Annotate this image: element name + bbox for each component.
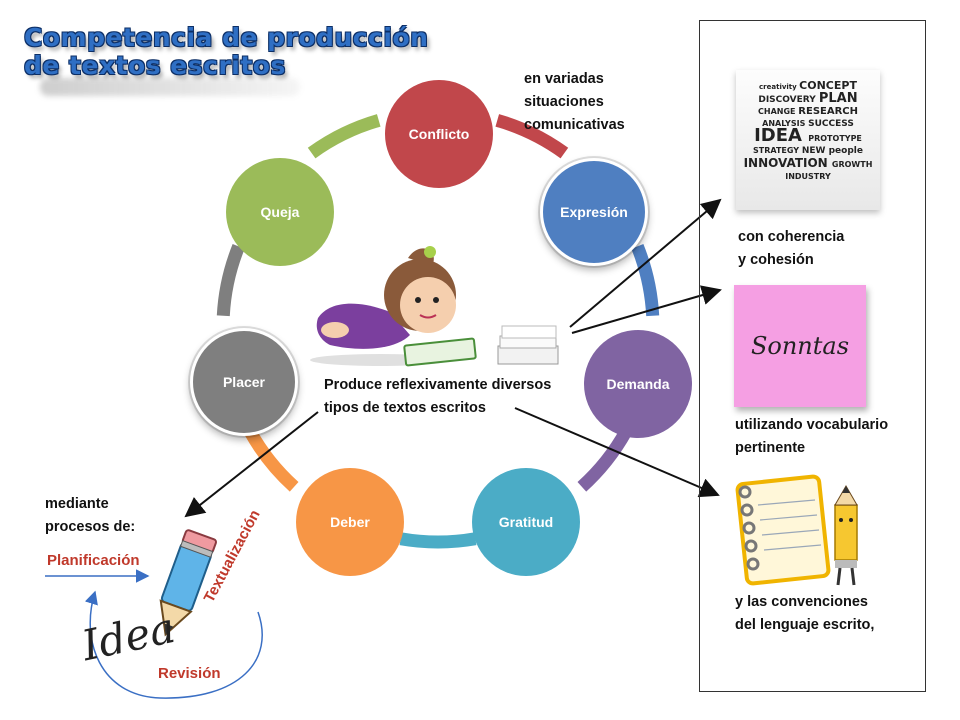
cycle-node-conflicto: Conflicto — [385, 80, 493, 188]
cycle-node-deber: Deber — [296, 468, 404, 576]
planning-label: Planificación — [47, 552, 140, 569]
title-reflection — [40, 78, 300, 96]
arrow-to-processes — [184, 411, 319, 518]
sticky-note: Sonntas — [734, 285, 866, 407]
processes-intro: mediante procesos de: — [45, 493, 135, 539]
idea-word: Idea — [77, 603, 180, 671]
conventions-line: y las convenciones — [735, 594, 868, 610]
word-cloud-word: NEW — [801, 146, 829, 156]
pencil-illustration — [159, 529, 217, 637]
word-cloud: creativity CONCEPT DISCOVERY PLAN CHANGE… — [736, 70, 880, 193]
cycle-arc — [307, 114, 381, 159]
center-text-line: Produce reflexivamente diversos — [324, 377, 552, 393]
arrow-to-vocabulary — [571, 285, 722, 334]
cycle-arc — [399, 532, 477, 549]
coherence-text: con coherencia y cohesión — [738, 226, 844, 272]
word-cloud-word: ANALYSIS — [762, 119, 809, 128]
word-cloud-image: creativity CONCEPT DISCOVERY PLAN CHANGE… — [736, 70, 880, 210]
word-cloud-word: CHANGE — [758, 107, 799, 116]
conventions-line: del lenguaje escrito, — [735, 617, 875, 633]
word-cloud-word: IDEA — [754, 125, 809, 146]
vocabulary-text: utilizando vocabulario pertinente — [735, 414, 888, 460]
top-note-line: situaciones — [524, 94, 604, 110]
word-cloud-word: people — [828, 146, 863, 156]
cycle-node-label: Deber — [330, 514, 370, 530]
arrow-to-conventions — [514, 407, 720, 498]
vocabulary-line: pertinente — [735, 440, 806, 456]
pencil-character-illustration — [834, 485, 858, 586]
page-title: Competencia de producción de textos escr… — [24, 24, 428, 80]
word-cloud-word: PROTOTYPE — [808, 134, 862, 143]
processes-intro-line: procesos de: — [45, 519, 136, 535]
vocabulary-line: utilizando vocabulario — [735, 417, 889, 433]
cycle-node-queja: Queja — [226, 158, 334, 266]
word-cloud-word: PLAN — [818, 91, 858, 106]
title-line-1: Competencia de producción — [24, 23, 429, 52]
notebook-illustration — [735, 474, 831, 586]
cycle-node-label: Gratitud — [498, 514, 554, 530]
cycle-node-placer: Placer — [190, 328, 298, 436]
word-cloud-word: CONCEPT — [799, 79, 857, 92]
top-note: en variadas situaciones comunicativas — [524, 68, 625, 137]
cycle-node-label: Demanda — [606, 376, 670, 392]
cycle-arc — [495, 114, 569, 159]
conventions-text: y las convenciones del lenguaje escrito, — [735, 591, 874, 637]
word-cloud-word: INNOVATION — [743, 156, 832, 170]
cycle-arc — [244, 427, 299, 492]
coherence-line: y cohesión — [738, 252, 814, 268]
word-cloud-word: SUCCESS — [808, 119, 854, 129]
word-cloud-word: GROWTH — [831, 160, 873, 169]
word-cloud-word: INDUSTRY — [785, 172, 831, 181]
word-cloud-word: RESEARCH — [798, 106, 858, 117]
cycle-node-label: Conflicto — [408, 126, 470, 142]
word-cloud-word: creativity — [759, 83, 800, 91]
cycle-node-label: Placer — [222, 374, 266, 390]
center-text-line: tipos de textos escritos — [324, 400, 486, 416]
coherence-line: con coherencia — [738, 229, 845, 245]
arrow-to-coherence — [569, 198, 722, 328]
word-cloud-word: STRATEGY — [753, 146, 802, 155]
cycle-node-gratitud: Gratitud — [472, 468, 580, 576]
revision-label: Revisión — [158, 665, 221, 682]
top-note-line: en variadas — [524, 71, 604, 87]
revision-curve — [84, 590, 263, 699]
cycle-node-expresion: Expresión — [540, 158, 648, 266]
cycle-arc — [216, 244, 245, 317]
sticky-note-word: Sonntas — [750, 332, 850, 360]
processes-intro-line: mediante — [45, 496, 109, 512]
right-panel — [699, 20, 926, 692]
top-note-line: comunicativas — [524, 117, 625, 133]
title-line-2: de textos escritos — [24, 51, 286, 80]
cycle-node-label: Queja — [260, 204, 300, 220]
center-text: Produce reflexivamente diversos tipos de… — [324, 374, 551, 420]
girl-reading-illustration — [310, 246, 477, 367]
paper-stack-illustration — [497, 325, 559, 365]
cycle-node-label: Expresión — [560, 204, 628, 220]
word-cloud-word: DISCOVERY — [758, 95, 819, 105]
cycle-node-demanda: Demanda — [584, 330, 692, 438]
cycle-arc — [631, 244, 660, 317]
